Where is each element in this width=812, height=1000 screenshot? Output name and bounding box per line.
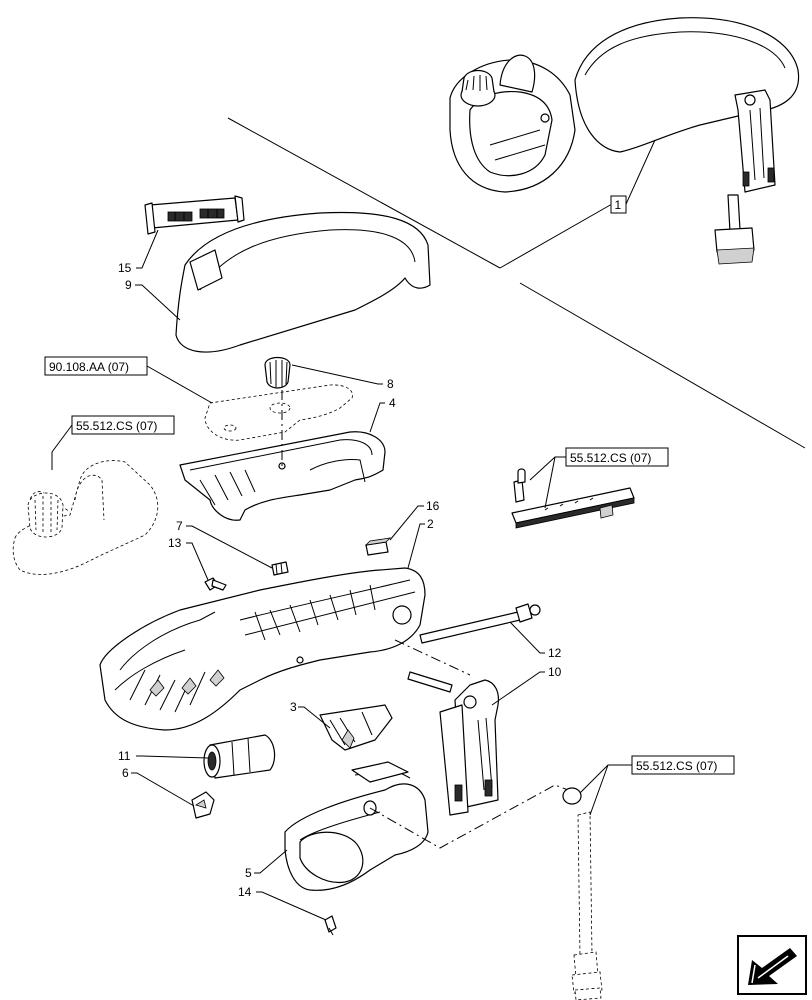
callout-15-leader <box>136 229 159 269</box>
part-8-knob <box>264 356 291 389</box>
section-line-upper <box>227 117 501 269</box>
callout-7[interactable]: 7 <box>176 519 183 533</box>
part-2-housing <box>99 567 426 731</box>
callout-3[interactable]: 3 <box>290 700 297 714</box>
callout-10[interactable]: 10 <box>548 665 562 679</box>
ref-55512cs-bottom[interactable]: 55.512.CS (07) <box>631 755 735 775</box>
ref-55512cs-left-leader <box>51 424 73 470</box>
callout-9-leader <box>135 284 181 321</box>
callout-15[interactable]: 15 <box>118 261 132 275</box>
svg-text:1: 1 <box>615 198 622 212</box>
arrow-down-left-icon[interactable] <box>737 935 807 995</box>
callout-6[interactable]: 6 <box>122 766 129 780</box>
gasket-plate <box>204 384 353 441</box>
callout-5-leader <box>254 849 288 874</box>
callout-16-leader <box>389 505 424 541</box>
callout-6-leader <box>131 772 195 807</box>
part-12-rod <box>419 603 541 644</box>
svg-text:55.512.CS (07): 55.512.CS (07) <box>570 451 651 465</box>
part-11-sleeve <box>203 734 276 779</box>
svg-text:10: 10 <box>548 665 562 679</box>
part-4-top-cover <box>179 431 386 521</box>
section-line-lower <box>519 282 806 449</box>
svg-text:6: 6 <box>122 766 129 780</box>
part-6-clip <box>191 791 215 819</box>
callout-1[interactable]: 1 <box>610 195 627 214</box>
axis-housing-to-bracket <box>394 639 471 676</box>
lever-rod <box>562 787 603 1000</box>
ref-90108aa-leader <box>146 365 213 404</box>
svg-text:13: 13 <box>168 536 182 550</box>
armrest-assembly-overview <box>449 17 800 265</box>
callout-12[interactable]: 12 <box>548 646 562 660</box>
part-14-screw <box>324 915 337 936</box>
part-9-armrest-cover <box>175 211 431 353</box>
callout-3-leader <box>298 706 331 729</box>
right-reference-switch-plate <box>511 468 635 529</box>
svg-text:90.108.AA (07): 90.108.AA (07) <box>49 360 129 374</box>
callout-11-leader <box>136 755 209 759</box>
svg-text:12: 12 <box>548 646 562 660</box>
callout-9[interactable]: 9 <box>125 278 132 292</box>
ref-55512cs-mid-leader <box>529 456 566 509</box>
ref-55512cs-mid[interactable]: 55.512.CS (07) <box>565 447 669 467</box>
svg-text:16: 16 <box>426 499 440 513</box>
callout-14-leader <box>256 891 327 921</box>
svg-text:15: 15 <box>118 261 132 275</box>
callout-13-leader <box>186 542 209 581</box>
axis-bezel-to-lever <box>369 784 569 849</box>
callout-2-leader <box>407 523 425 569</box>
ref-55512cs-bottom-leader <box>579 764 632 816</box>
ref-55512cs-left[interactable]: 55.512.CS (07) <box>71 415 175 435</box>
svg-text:3: 3 <box>290 700 297 714</box>
ref-90108aa[interactable]: 90.108.AA (07) <box>44 356 148 376</box>
svg-text:55.512.CS (07): 55.512.CS (07) <box>76 419 157 433</box>
svg-text:4: 4 <box>389 396 396 410</box>
callout-7-leader <box>186 525 273 569</box>
callout-2[interactable]: 2 <box>427 517 434 531</box>
svg-text:14: 14 <box>238 885 252 899</box>
callout-11[interactable]: 11 <box>118 749 131 763</box>
callout-4[interactable]: 4 <box>389 396 396 410</box>
svg-text:11: 11 <box>118 749 131 763</box>
callout-4-leader <box>369 402 385 433</box>
part-16-plug <box>364 537 392 556</box>
part-5-bezel <box>284 761 429 891</box>
svg-text:5: 5 <box>245 866 252 880</box>
callout-13[interactable]: 13 <box>168 536 182 550</box>
svg-text:9: 9 <box>125 278 132 292</box>
svg-text:55.512.CS (07): 55.512.CS (07) <box>636 759 717 773</box>
part-13-bolt <box>204 577 227 591</box>
part-15-switch-bracket <box>144 195 245 235</box>
callout-8[interactable]: 8 <box>387 377 394 391</box>
part-7-pin <box>271 561 289 576</box>
callout-16[interactable]: 16 <box>426 499 440 513</box>
part-10-bracket <box>407 671 500 816</box>
svg-text:7: 7 <box>176 519 183 533</box>
svg-text:2: 2 <box>427 517 434 531</box>
svg-text:8: 8 <box>387 377 394 391</box>
callout-8-leader <box>291 364 383 385</box>
callout-14[interactable]: 14 <box>238 885 252 899</box>
part-3-clip-cover <box>319 704 393 751</box>
left-reference-knob-module <box>12 460 159 575</box>
callout-1-leader <box>499 139 656 269</box>
callout-5[interactable]: 5 <box>245 866 252 880</box>
callout-12-leader <box>509 621 545 654</box>
callout-10-leader <box>491 671 545 706</box>
